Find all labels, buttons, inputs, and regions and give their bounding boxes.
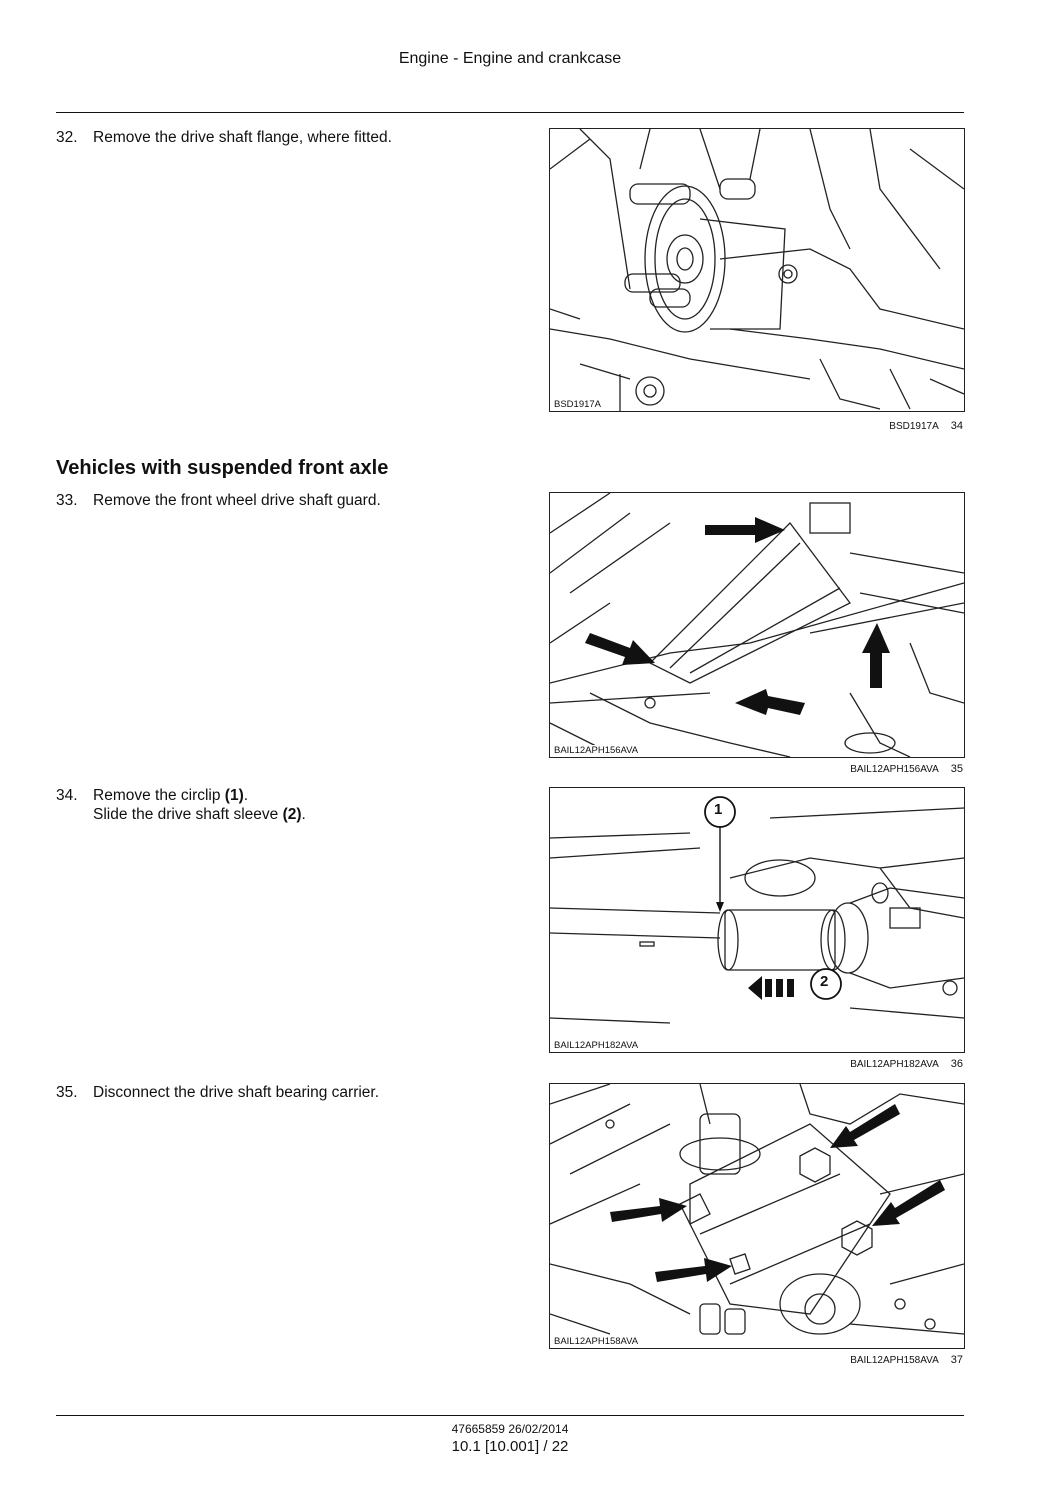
callout-2-circle (810, 968, 842, 1000)
page-header-title: Engine - Engine and crankcase (398, 50, 622, 67)
figure-number: 36 (950, 1058, 963, 1070)
step-number: 33. (56, 492, 78, 509)
callout-1-label: 1 (714, 801, 723, 818)
step-number: 32. (56, 129, 78, 146)
caption-code: BAIL12APH156AVA (850, 764, 939, 775)
drive-shaft-guard-drawing (550, 493, 964, 757)
reference-callout-2: (2) (282, 806, 302, 823)
step-35: 35. Disconnect the drive shaft bearing ca… (56, 1083, 496, 1102)
arrow-icon (585, 633, 655, 665)
caption-code: BSD1917A (889, 421, 939, 432)
step-number: 35. (56, 1084, 78, 1101)
figure-number: 35 (950, 763, 963, 775)
figure-code-label: BAIL12APH158AVA (552, 1336, 641, 1347)
drive-shaft-sleeve-drawing (550, 807, 964, 1024)
slide-direction-arrow-icon (748, 976, 794, 1000)
arrow-icon (655, 1258, 732, 1282)
arrow-icon (705, 517, 785, 543)
step-34: 34. Remove the circlip (1). Slide the dri… (56, 786, 496, 824)
step-text: Remove the drive shaft flange, where fit… (93, 129, 392, 146)
figure-code-label: BAIL12APH156AVA (552, 745, 641, 756)
section-heading: Vehicles with suspended front axle (56, 457, 389, 479)
footer-document-reference: 47665859 26/02/2014 (451, 1422, 569, 1436)
figure-number: 37 (950, 1354, 963, 1366)
footer-page-number: 10.1 [10.001] / 22 (451, 1438, 569, 1455)
step-text-end: . (243, 787, 249, 804)
arrow-icon (735, 689, 805, 715)
caption-code: BAIL12APH158AVA (850, 1355, 939, 1366)
figure-number: 34 (950, 420, 963, 432)
header-rule (56, 112, 964, 113)
figure-37-caption: BAIL12APH158AVA 37 (850, 1354, 963, 1366)
step-text: Slide the drive shaft sleeve (93, 806, 283, 823)
arrow-icons (585, 517, 890, 715)
arrow-icon (830, 1104, 900, 1148)
footer-rule (56, 1415, 964, 1416)
bearing-carrier-drawing (550, 1084, 964, 1335)
step-text: Remove the circlip (93, 787, 225, 804)
caption-code: BAIL12APH182AVA (850, 1059, 939, 1070)
callouts-and-arrow (704, 796, 842, 1000)
callout-1-circle (704, 796, 736, 828)
step-33: 33. Remove the front wheel drive shaft gu… (56, 491, 496, 510)
callout-2-label: 2 (820, 973, 829, 990)
figure-34-caption: BSD1917A 34 (889, 420, 963, 432)
step-text: Disconnect the drive shaft bearing carri… (93, 1084, 380, 1101)
figure-34-illustration: BSD1917A (549, 128, 965, 412)
figure-36-illustration: 1 2 BAIL12APH182AVA (549, 787, 965, 1053)
arrow-icon (862, 623, 890, 688)
arrow-icons (610, 1104, 945, 1282)
figure-code-label: BAIL12APH182AVA (552, 1040, 641, 1051)
figure-36-caption: BAIL12APH182AVA 36 (850, 1058, 963, 1070)
step-number: 34. (56, 787, 78, 804)
drive-shaft-flange-drawing (550, 129, 964, 411)
step-text: Remove the front wheel drive shaft guard… (93, 492, 381, 509)
figure-35-illustration: BAIL12APH156AVA (549, 492, 965, 758)
figure-code-label: BSD1917A (552, 399, 604, 410)
figure-35-caption: BAIL12APH156AVA 35 (850, 763, 963, 775)
arrow-icon (872, 1180, 945, 1226)
step-32: 32. Remove the drive shaft flange, where … (56, 128, 496, 147)
reference-callout-1: (1) (224, 787, 244, 804)
step-text-end: . (301, 806, 306, 823)
figure-37-illustration: BAIL12APH158AVA (549, 1083, 965, 1349)
arrow-icon (610, 1198, 687, 1222)
